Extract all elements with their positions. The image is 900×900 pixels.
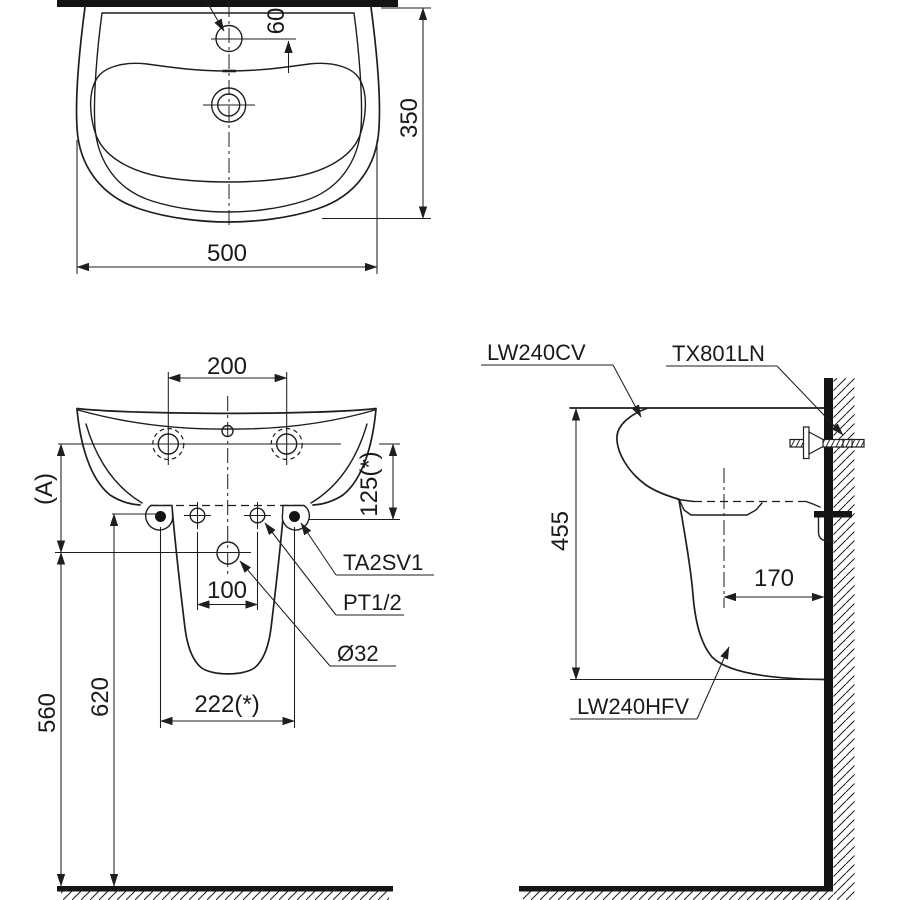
dim-rim-to-bolt-text: 125(*) bbox=[356, 451, 383, 516]
dim-basin-width: 500 bbox=[76, 140, 378, 274]
label-lavatory: LW240CV bbox=[481, 340, 642, 418]
label-lavatory-text: LW240CV bbox=[487, 340, 586, 365]
floor-hatch-side bbox=[523, 891, 833, 900]
bracket-bolt-left bbox=[155, 511, 166, 522]
dim-faucet-offset: 60 bbox=[222, 8, 293, 73]
side-view: 455 170 LW240CV TX801LN LW240HFV bbox=[481, 340, 865, 900]
basin-bottom-step-side bbox=[805, 500, 821, 508]
dim-drain-height: 560 bbox=[34, 551, 66, 887]
dim-basin-width-text: 500 bbox=[207, 240, 247, 267]
dim-rim-to-bolt: 125(*) bbox=[309, 443, 400, 521]
dim-basin-depth-text: 350 bbox=[396, 98, 423, 138]
drain-outlet-flange bbox=[814, 511, 852, 518]
label-bracket: TA2SV1 bbox=[300, 522, 434, 576]
dim-bolt-height: 620 bbox=[87, 513, 158, 887]
dim-drain-to-wall: 170 bbox=[723, 468, 825, 608]
dim-fixing-pitch-text: 100 bbox=[207, 577, 247, 604]
label-waste-dia: Ø32 bbox=[239, 560, 396, 667]
dim-hole-pitch: 200 bbox=[167, 353, 288, 383]
front-view: 200 125(*) (A) 560 620 100 bbox=[31, 353, 434, 900]
label-supply: PT1/2 bbox=[264, 522, 404, 616]
label-fitting: TX801LN bbox=[666, 341, 844, 436]
bracket-bolt-right bbox=[289, 511, 300, 522]
bolt-threaded-rod bbox=[789, 438, 865, 448]
wall-section-side bbox=[824, 378, 833, 891]
dim-drain-height-text: 560 bbox=[34, 693, 61, 733]
bolt-anchor-cone bbox=[808, 430, 824, 456]
trap-cover-side bbox=[678, 498, 763, 516]
label-bracket-text: TA2SV1 bbox=[343, 550, 423, 575]
wall-hatch bbox=[833, 378, 855, 900]
basin-left-inner-curve-front bbox=[85, 423, 143, 504]
dim-ref-a: (A) bbox=[31, 443, 66, 554]
label-waste-dia-text: Ø32 bbox=[337, 641, 379, 666]
shroud-profile-side bbox=[678, 499, 825, 681]
dim-body-height: 455 bbox=[547, 407, 581, 681]
drain-outlet-pipe bbox=[817, 516, 834, 542]
basin-right-inner-curve-front bbox=[310, 423, 368, 504]
basin-rim-inner-line-plan bbox=[93, 12, 363, 213]
basin-right-edge-front bbox=[312, 408, 377, 506]
top-view: 60 350 500 bbox=[57, 0, 431, 274]
faucet-leader-arrow bbox=[205, 0, 225, 32]
bolt-anchor-plate bbox=[802, 426, 810, 460]
dim-drain-to-wall-text: 170 bbox=[754, 565, 794, 592]
basin-front-profile-side bbox=[616, 407, 679, 500]
dim-ref-a-text: (A) bbox=[31, 473, 58, 505]
label-supply-text: PT1/2 bbox=[343, 590, 402, 615]
dim-basin-depth: 350 bbox=[322, 7, 431, 220]
floor-section-side bbox=[519, 886, 833, 892]
dim-fixing-pitch: 100 bbox=[196, 532, 259, 610]
floor-hatch-front bbox=[61, 891, 389, 900]
basin-left-edge-front bbox=[76, 408, 141, 506]
dim-bolt-pitch-text: 222(*) bbox=[194, 691, 259, 718]
dim-hole-pitch-text: 200 bbox=[207, 353, 247, 380]
wall-bolt-assembly bbox=[789, 426, 865, 460]
basin-outer-outline-plan bbox=[75, 6, 381, 223]
rim-top-edge-front bbox=[76, 407, 377, 415]
floor-section-front bbox=[57, 886, 393, 892]
dim-bolt-height-text: 620 bbox=[87, 677, 114, 717]
label-fitting-text: TX801LN bbox=[672, 341, 765, 366]
dim-bolt-pitch: 222(*) bbox=[159, 527, 296, 728]
dim-faucet-offset-text: 60 bbox=[263, 8, 290, 35]
label-shroud-text: LW240HFV bbox=[577, 694, 689, 719]
dim-body-height-text: 455 bbox=[547, 511, 574, 551]
label-shroud: LW240HFV bbox=[570, 646, 730, 720]
bowl-outline-plan bbox=[89, 62, 367, 183]
wall-section-plan bbox=[57, 0, 398, 7]
